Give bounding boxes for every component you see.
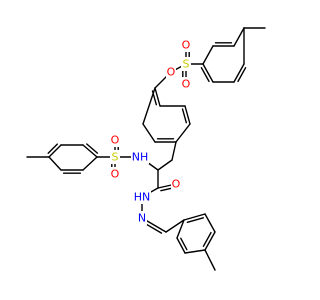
amine-nh-label-backdrop: [131, 150, 149, 164]
sulfonyl-oxygen-label-backdrop: [181, 77, 191, 91]
carbonyl-oxygen-label: O: [172, 178, 181, 191]
bond-m1-m2-double: [186, 217, 205, 224]
carbonyl-oxygen-label-backdrop: [171, 177, 181, 191]
amine-nh-label: NH: [132, 151, 149, 164]
bond-c7-c1: [142, 87, 156, 125]
sulfonyl-oxygen-label: O: [182, 39, 191, 52]
bond-t3-t4: [202, 45, 214, 65]
sulfonyl-oxygen-label: O: [111, 134, 120, 147]
bond-layer: [26, 27, 266, 271]
bond-t1-t2: [233, 27, 245, 47]
bond-c1-c2: [154, 87, 161, 107]
hydrazide-nh-label: HN: [134, 191, 151, 204]
bond-c3-c4-double: [181, 108, 188, 124]
bond-m6-m1: [176, 219, 185, 239]
sulfur-top-label: S: [183, 58, 190, 71]
imine-nitrogen-label-backdrop: [137, 211, 147, 225]
sulfur-left-label-backdrop: [110, 150, 120, 164]
bond-m3-m4-double: [202, 231, 212, 247]
sulfonyl-oxygen-label-backdrop: [181, 38, 191, 52]
bond-t4-t5: [202, 63, 214, 83]
bond-m2-m3: [204, 213, 216, 233]
bond-ch2-ca: [157, 159, 173, 171]
bond-c5-ch2: [171, 141, 177, 161]
bond-c3-c4: [184, 105, 191, 125]
sulfonyl-oxygen-label-backdrop: [110, 133, 120, 147]
bond-t4-t5-double: [200, 67, 210, 83]
bond-t6-t7: [233, 63, 245, 83]
sulfur-left-label: S: [112, 151, 119, 164]
bond-l3-l4-double: [47, 143, 58, 154]
bond-m4-mme: [204, 249, 216, 271]
bond-l1-l2: [82, 144, 98, 158]
bond-m5-m6-double: [180, 237, 188, 251]
hydrazide-nh-label-backdrop: [133, 190, 151, 204]
sulfonyl-oxygen-label-backdrop: [110, 167, 120, 181]
sulfonyl-oxygen-label: O: [111, 168, 120, 181]
bond-m5-m6: [176, 237, 186, 254]
bond-l1-l2-double: [86, 143, 99, 154]
bond-c4-c5: [175, 123, 191, 143]
bond-l3-l4: [48, 144, 62, 158]
bond-ch-m1: [165, 219, 185, 233]
imine-nitrogen-label: N: [138, 212, 146, 225]
bond-t6-t7-double: [237, 67, 247, 83]
bond-l6-l1: [82, 156, 98, 171]
bond-m3-m4: [204, 231, 216, 251]
bond-m1-m2: [183, 213, 206, 221]
sulfonyl-oxygen-label: O: [182, 78, 191, 91]
sulfur-top-label-backdrop: [181, 57, 191, 71]
oxygen-ester-label: O: [167, 66, 176, 79]
bond-l4-l5: [48, 156, 62, 171]
bond-m4-m5: [184, 249, 206, 254]
bond-c6-c7: [142, 123, 156, 143]
oxygen-ester-label-backdrop: [166, 65, 176, 79]
